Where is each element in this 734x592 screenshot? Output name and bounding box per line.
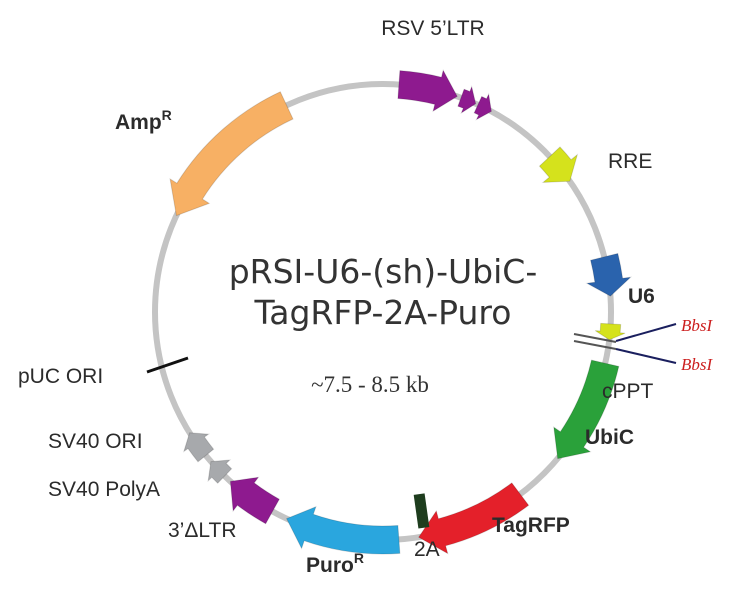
- label-puc-ori: pUC ORI: [18, 365, 103, 388]
- u6-arrow: [585, 252, 633, 297]
- sv40-ori-arrow: [182, 432, 215, 463]
- bbsi-sites: [573, 323, 677, 364]
- label-bbsi-1: BbsI: [681, 316, 714, 335]
- label-sv40-ori: SV40 ORI: [48, 430, 143, 453]
- label-rre: RRE: [608, 150, 652, 173]
- rsv-arrow-2: [457, 85, 477, 115]
- label-u6: U6: [628, 285, 655, 308]
- label-sv40-polya: SV40 PolyA: [48, 478, 160, 501]
- tagrfp-arrow: [417, 482, 530, 555]
- label-tagrfp: TagRFP: [492, 514, 570, 537]
- rsv-arrow-1: [397, 69, 458, 113]
- label-3-delta-ltr: 3’ΔLTR: [168, 519, 237, 542]
- ubic-arrow: [553, 359, 620, 460]
- rre-arrow: [538, 146, 579, 183]
- sv40-polya-arrow: [207, 459, 233, 484]
- label-bbsi-2: BbsI: [681, 355, 714, 374]
- plasmid-size: ~7.5 - 8.5 kb: [311, 372, 429, 397]
- feature-arrows: [169, 69, 633, 555]
- 3-delta-ltr-arrow: [229, 476, 280, 525]
- plasmid-name-line2: TagRFP-2A-Puro: [254, 293, 512, 332]
- rsv-arrow-3: [473, 92, 492, 121]
- label-amp-r: AmpR: [115, 107, 172, 134]
- plasmid-name-line1: pRSI-U6-(sh)-UbiC-: [229, 252, 538, 291]
- cppt-arrow: [594, 322, 626, 341]
- label-cppt: cPPT: [602, 380, 654, 403]
- puro-arrow: [285, 505, 401, 555]
- puc-ori-marker: [146, 356, 189, 374]
- 2a-marker: [413, 493, 430, 529]
- label-puro-r: PuroR: [306, 550, 364, 577]
- label-rsv-5ltr: RSV 5’LTR: [381, 17, 484, 40]
- amp-r-arrow: [169, 91, 294, 217]
- label-2a: 2A: [414, 538, 440, 561]
- label-ubic: UbiC: [585, 426, 634, 449]
